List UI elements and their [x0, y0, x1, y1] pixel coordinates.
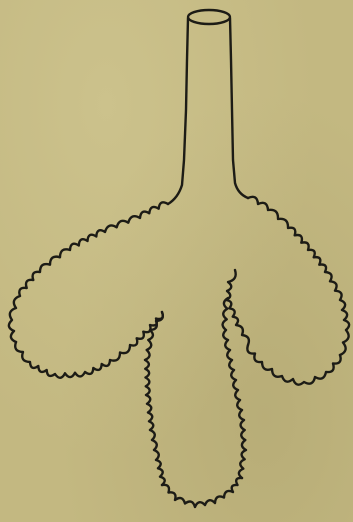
left-lobe-lower-outline: [15, 312, 163, 378]
middle-lobe-left-outline: [145, 312, 165, 485]
right-lobe-inner-outline: [226, 270, 249, 345]
left-lobe-outline: [9, 202, 168, 342]
duct-left-wall: [168, 18, 188, 204]
duct-opening: [188, 10, 230, 24]
right-lobe-bottom-outline: [247, 345, 340, 385]
duct-right-wall: [230, 18, 248, 198]
right-lobe-outline: [248, 197, 349, 355]
middle-lobe-bottom-outline: [162, 478, 242, 507]
middle-lobe-right-outline: [223, 298, 246, 478]
